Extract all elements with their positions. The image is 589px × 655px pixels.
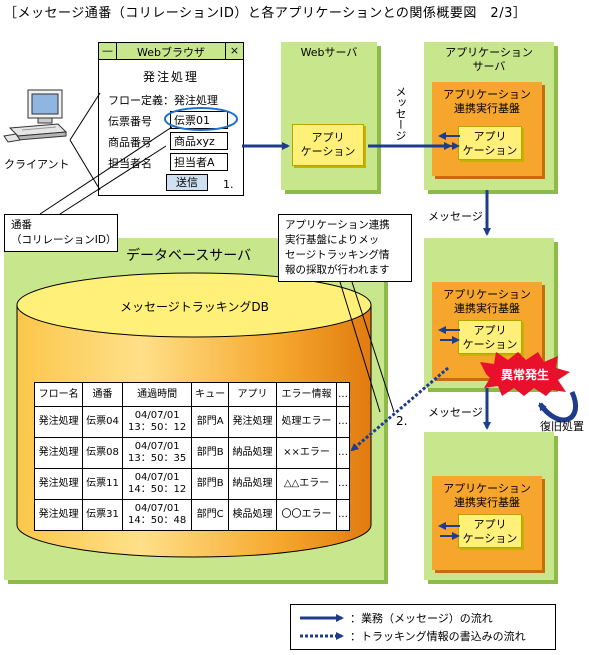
browser-titlebar: — Webブラウザ × — [99, 43, 243, 60]
serial-callout: 通番 （コリレーションID） — [4, 214, 118, 252]
minimize-button[interactable]: — — [99, 43, 117, 59]
table-row: 発注処理 伝票31 04/07/01 14：50：48 部門C 検品処理 〇〇エ… — [33, 499, 350, 531]
platform-callout: アプリケーション連携 実行基盤によりメッ セージトラッキング情 報の採取が行われ… — [278, 214, 412, 282]
table-cell: … — [336, 499, 350, 531]
table-row: 発注処理 伝票11 04/07/01 14：50：12 部門B 納品処理 △△エ… — [33, 468, 350, 500]
platform-label-2: アプリケーション 連携実行基盤 — [443, 288, 531, 315]
form-heading: 発注処理 — [142, 70, 199, 84]
staff-name-field[interactable]: 担当者A — [170, 153, 228, 171]
legend-solid-label: ：業務（メッセージ）の流れ — [350, 612, 493, 625]
flow-definition: フロー定義：発注処理 — [108, 94, 218, 107]
table-cell: 発注処理 — [33, 499, 84, 531]
table-cell: 04/07/01 14：50：12 — [121, 468, 193, 500]
slip-number-label: 伝票番号 — [108, 115, 152, 128]
table-cell: 04/07/01 13：50：35 — [121, 437, 193, 469]
page-title: ［メッセージ通番（コリレーションID）と各アプリケーションとの関係概要図 2/3… — [4, 6, 527, 21]
legend-symbols — [300, 614, 344, 640]
table-cell: 伝票11 — [82, 468, 123, 500]
step-2-label: 2. — [396, 414, 408, 428]
error-starburst-icon — [480, 352, 570, 396]
db-name: メッセージトラッキングDB — [120, 300, 269, 314]
highlight-ellipse — [164, 107, 238, 131]
table-cell: 納品処理 — [227, 437, 278, 469]
table-cell: 伝票04 — [82, 406, 123, 438]
db-server-title: データベースサーバ — [126, 248, 252, 264]
recovery-arrow — [537, 390, 579, 423]
message-label-1: メッセージ — [428, 210, 483, 223]
client-label: クライアント — [4, 158, 70, 171]
tracking-table: フロー名 通番 通過時間 キュー アプリ エラー情報 … 発注処理 伝票04 0… — [33, 382, 350, 531]
table-cell: 部門B — [191, 468, 229, 500]
product-number-field[interactable]: 商品xyz — [170, 132, 228, 150]
table-header-row: フロー名 通番 通過時間 キュー アプリ エラー情報 … — [33, 382, 350, 407]
app-server-title: アプリケーション サーバ — [445, 46, 533, 73]
legend — [290, 604, 556, 650]
table-cell: 検品処理 — [227, 499, 278, 531]
web-app-box: アプリ ケーション — [292, 124, 364, 166]
step-1-label: 1. — [223, 178, 234, 191]
table-row: 発注処理 伝票04 04/07/01 13：50：12 部門A 発注処理 処理エ… — [33, 406, 350, 438]
staff-name-label: 担当者名 — [108, 157, 152, 170]
message-label-2: メッセージ — [428, 406, 483, 419]
message-label-vertical: メッセージ — [394, 86, 407, 141]
browser-title: Webブラウザ — [137, 46, 205, 59]
app-box-1: アプリ ケーション — [458, 126, 522, 160]
computer-icon — [3, 89, 68, 143]
table-cell: 処理エラー — [276, 406, 338, 438]
recovery-label: 復旧処置 — [540, 420, 584, 433]
table-cell: 04/07/01 14：50：48 — [121, 499, 193, 531]
submit-button[interactable]: 送信 — [166, 174, 208, 191]
table-cell: 発注処理 — [33, 468, 84, 500]
web-server-title: Webサーバ — [300, 46, 358, 59]
table-cell: 納品処理 — [227, 468, 278, 500]
close-button[interactable]: × — [225, 43, 243, 59]
app-box-2: アプリ ケーション — [458, 320, 522, 354]
platform-label-1: アプリケーション 連携実行基盤 — [443, 88, 531, 115]
tracking-arrow — [350, 366, 449, 452]
error-badge: 異常発生 — [500, 368, 549, 382]
slip-number-field[interactable]: 伝票01 — [170, 111, 228, 129]
table-cell: 部門A — [191, 406, 229, 438]
app-box-3: アプリ ケーション — [458, 514, 522, 548]
table-cell: 発注処理 — [33, 406, 84, 438]
table-cell: 部門C — [191, 499, 229, 531]
legend-dotted-label: ：トラッキング情報の書込みの流れ — [350, 630, 526, 643]
product-number-label: 商品番号 — [108, 136, 152, 149]
table-cell: 〇〇エラー — [276, 499, 338, 531]
table-cell: 04/07/01 13：50：12 — [121, 406, 193, 438]
platform-label-3: アプリケーション 連携実行基盤 — [443, 482, 531, 509]
